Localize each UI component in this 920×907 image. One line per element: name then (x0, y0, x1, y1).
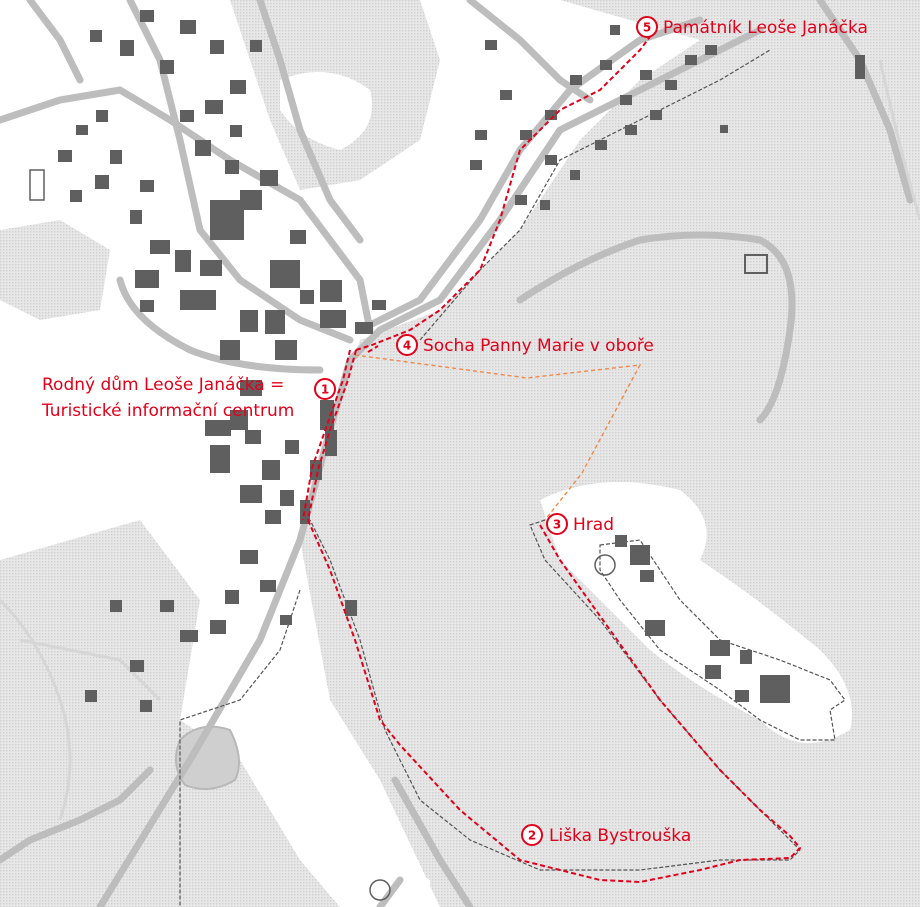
poi-1-label-line2: Turistické informační centrum (41, 401, 294, 421)
poi-4-number: 4 (403, 339, 411, 353)
poi-5-label: Památník Leoše Janáčka (663, 18, 868, 38)
poi-1[interactable]: 1 Rodný dům Leoše Janáčka = Turistické i… (41, 375, 336, 421)
connector-link (354, 354, 642, 521)
poi-3-label: Hrad (573, 515, 614, 535)
poi-1-label-line1: Rodný dům Leoše Janáčka = (42, 375, 284, 395)
poi-3[interactable]: 3 Hrad (546, 513, 614, 535)
poi-2[interactable]: 2 Liška Bystrouška (521, 824, 691, 846)
paths-light (0, 59, 920, 821)
poi-5-number: 5 (643, 21, 651, 35)
poi-1-number: 1 (321, 383, 329, 397)
poi-2-label: Liška Bystrouška (549, 826, 691, 846)
route-red (302, 29, 801, 883)
poi-5[interactable]: 5 Památník Leoše Janáčka (636, 16, 868, 38)
poi-3-number: 3 (553, 518, 561, 532)
poi-4[interactable]: 4 Socha Panny Marie v oboře (396, 334, 654, 356)
buildings (29, 10, 865, 901)
poi-2-number: 2 (528, 829, 536, 843)
poi-4-label: Socha Panny Marie v oboře (423, 336, 654, 356)
